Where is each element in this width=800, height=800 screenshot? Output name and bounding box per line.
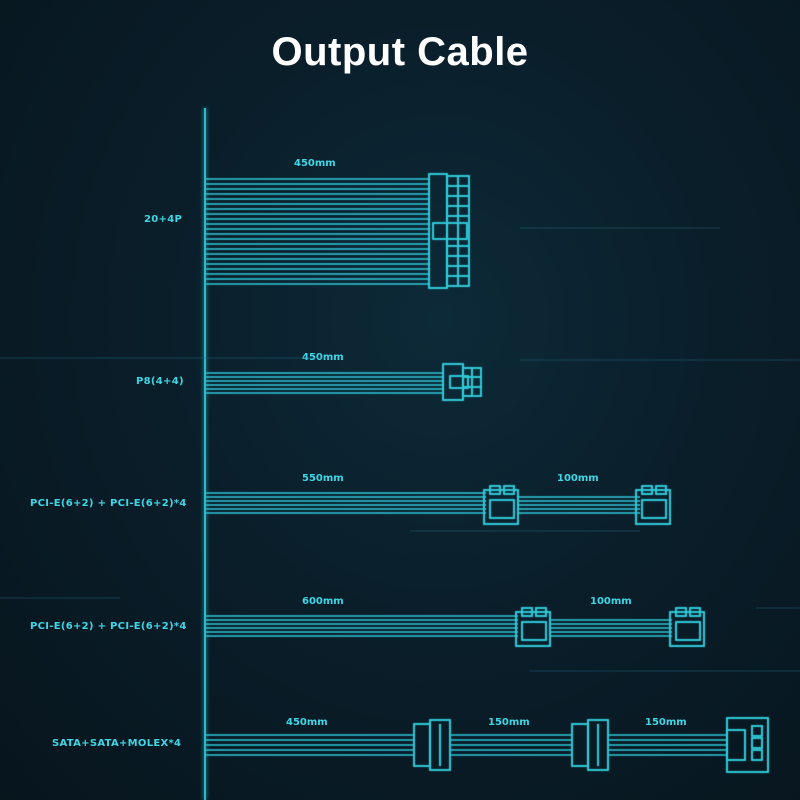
cable-wires-p8 xyxy=(206,372,444,394)
cable-wires-pcie-600 xyxy=(206,615,672,637)
connector-sata-1 xyxy=(413,719,451,771)
cable-label-sata-molex: SATA+SATA+MOLEX*4 xyxy=(52,738,182,749)
connector-24pin xyxy=(428,173,470,289)
connector-molex xyxy=(726,717,769,773)
length-label-sata-ext2: 150mm xyxy=(645,717,687,728)
length-label-sata-main: 450mm xyxy=(286,717,328,728)
length-label-pcie-600-main: 600mm xyxy=(302,596,344,607)
cable-label-pcie-600: PCI-E(6+2) + PCI-E(6+2)*4 xyxy=(30,621,187,632)
background-streaks xyxy=(0,227,800,672)
vertical-axis-line xyxy=(204,108,206,800)
length-label-pcie-550-ext: 100mm xyxy=(557,473,599,484)
length-label-pcie-550-main: 550mm xyxy=(302,473,344,484)
connector-pcie-550-1 xyxy=(483,485,519,525)
length-label-pcie-600-ext: 100mm xyxy=(590,596,632,607)
length-label-20-4p: 450mm xyxy=(294,158,336,169)
length-label-sata-ext1: 150mm xyxy=(488,717,530,728)
connector-pcie-550-2 xyxy=(635,485,671,525)
connector-p8 xyxy=(442,363,482,401)
cable-wires-sata-molex xyxy=(206,734,727,756)
length-label-p8: 450mm xyxy=(302,352,344,363)
connector-sata-2 xyxy=(571,719,609,771)
cable-wires-pcie-550 xyxy=(206,492,640,514)
page-title: Output Cable xyxy=(271,30,529,74)
cable-label-pcie-550: PCI-E(6+2) + PCI-E(6+2)*4 xyxy=(30,498,187,509)
cable-wires-20-4p xyxy=(206,178,430,285)
cable-label-20-4p: 20+4P xyxy=(144,214,183,225)
connector-pcie-600-2 xyxy=(669,607,705,647)
connector-pcie-600-1 xyxy=(515,607,551,647)
cable-label-p8: P8(4+4) xyxy=(136,376,184,387)
